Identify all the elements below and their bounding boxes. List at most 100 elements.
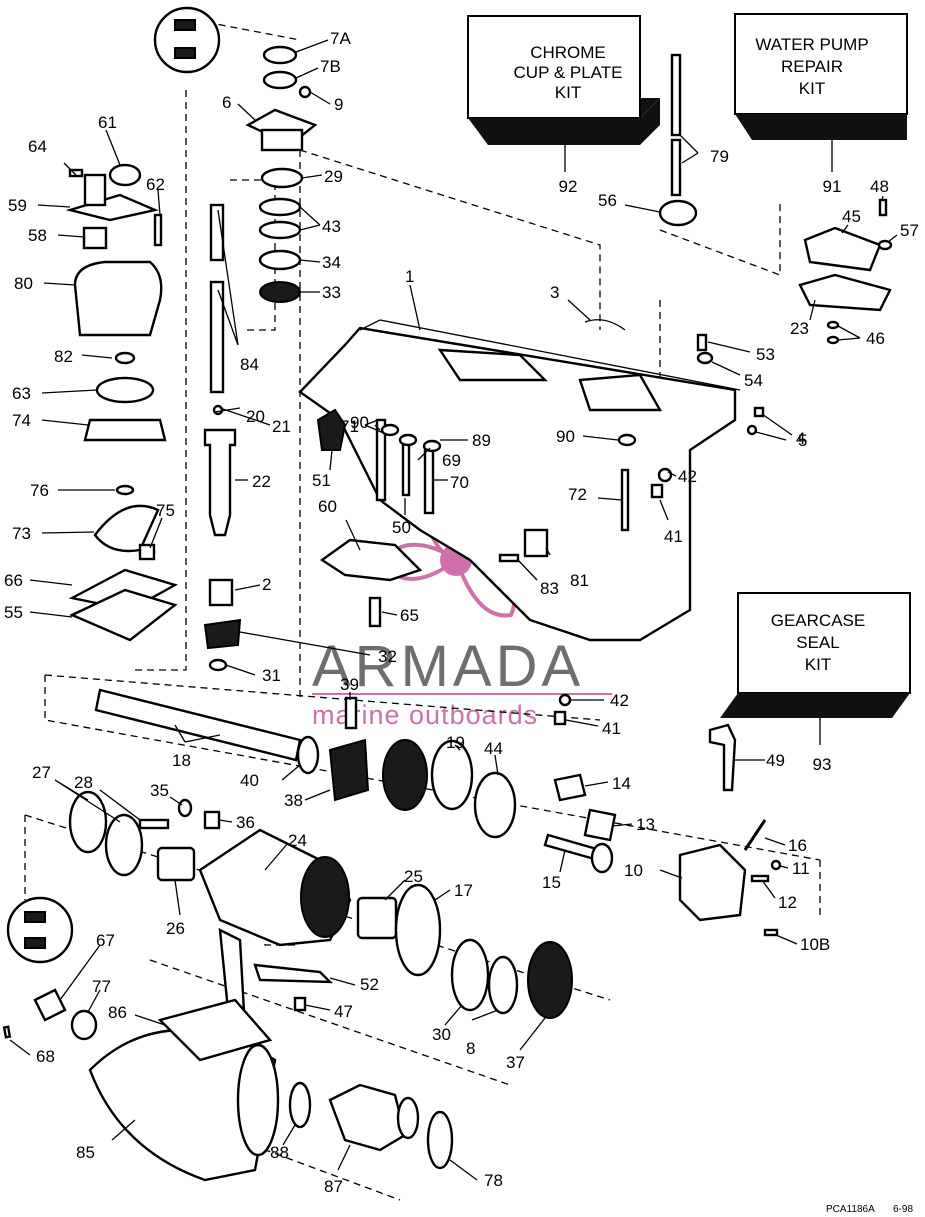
callout-43: 43 [322, 217, 341, 236]
forward-gear-19 [382, 739, 428, 811]
kit-line-2: SEAL [796, 633, 839, 652]
callout-73: 73 [12, 524, 31, 543]
cradle-13 [583, 808, 617, 842]
gasket-55 [69, 588, 178, 642]
callout-69: 69 [442, 451, 461, 470]
callout-51: 51 [312, 471, 331, 490]
callout-labels: 7A 7B 9 6 29 43 34 33 64 61 62 59 58 80 … [4, 29, 919, 1196]
kit-line-3: KIT [799, 79, 825, 98]
callout-33: 33 [322, 283, 341, 302]
callout-41-upper: 41 [664, 527, 683, 546]
callout-18: 18 [172, 751, 191, 770]
trim-tab-60 [319, 538, 423, 582]
callout-34: 34 [322, 253, 341, 272]
callout-35: 35 [150, 781, 169, 800]
gasket-73 [93, 504, 160, 553]
callout-20: 20 [246, 407, 265, 426]
callout-42-lower: 42 [610, 691, 629, 710]
screw-65 [368, 596, 382, 628]
callout-49: 49 [766, 751, 785, 770]
callout-16: 16 [788, 836, 807, 855]
callout-63: 63 [12, 384, 31, 403]
callout-6: 6 [222, 93, 231, 112]
impeller-cup-63 [95, 376, 155, 404]
callout-48: 48 [870, 177, 889, 196]
shim-19 [430, 739, 474, 811]
rod-79a [670, 53, 682, 137]
callout-8: 8 [466, 1039, 475, 1058]
pin-39 [344, 696, 358, 730]
bearing-26 [156, 846, 196, 882]
kit-box-gearcase-seal: GEARCASE SEAL KIT 93 [720, 592, 911, 774]
drawing-date: 6-98 [893, 1204, 913, 1215]
kit-line-3: KIT [555, 83, 581, 102]
callout-28: 28 [74, 773, 93, 792]
callout-42-upper: 42 [678, 467, 697, 486]
callout-13: 13 [636, 815, 655, 834]
washer-77 [70, 1009, 98, 1041]
spacer-88 [288, 1081, 312, 1129]
cotter-pin-68 [2, 1025, 12, 1039]
seal-27b [104, 813, 144, 877]
cover-45 [803, 226, 882, 272]
callout-38: 38 [284, 791, 303, 810]
nut-31 [208, 658, 228, 672]
kit-number: 93 [813, 755, 832, 774]
callout-77: 77 [92, 977, 111, 996]
callout-19: 19 [446, 733, 465, 752]
key-76 [115, 484, 135, 496]
bolt-35 [138, 818, 170, 830]
callout-17: 17 [454, 881, 473, 900]
callout-11: 11 [792, 859, 810, 878]
kit-box-water-pump-repair: WATER PUMP REPAIR KIT 91 [734, 13, 908, 196]
rod-79b [670, 138, 682, 197]
propeller-blade-86 [157, 998, 273, 1062]
callout-57: 57 [900, 221, 919, 240]
kit-line-1: CHROME [530, 43, 606, 62]
callout-15: 15 [542, 873, 561, 892]
o-ring-17 [394, 883, 442, 977]
callout-70: 70 [450, 473, 469, 492]
grommet-61 [108, 163, 142, 187]
bearing-25 [356, 896, 398, 940]
shim-43a [258, 197, 302, 217]
callout-12: 12 [778, 893, 797, 912]
callout-41-lower: 41 [602, 719, 621, 738]
callout-64: 64 [28, 137, 47, 156]
callout-88: 88 [270, 1143, 289, 1162]
o-ring-29 [260, 167, 304, 189]
impeller-74 [83, 418, 167, 442]
callout-80: 80 [14, 274, 33, 293]
callout-81: 81 [570, 571, 589, 590]
kit-number: 91 [823, 177, 842, 196]
shim-43b [258, 220, 302, 240]
callout-67: 67 [96, 931, 115, 950]
callout-54: 54 [744, 371, 763, 390]
callout-7b: 7B [320, 57, 341, 76]
seal-7a [262, 45, 298, 65]
callout-10b: 10B [800, 935, 830, 954]
screw-71 [375, 418, 387, 502]
callout-66: 66 [4, 571, 23, 590]
screw-72 [620, 468, 630, 532]
screw-47 [293, 996, 307, 1012]
callout-79: 79 [710, 147, 729, 166]
callout-60: 60 [318, 497, 337, 516]
callout-44: 44 [484, 739, 503, 758]
pinion-gear-32 [203, 618, 242, 650]
plate-52 [253, 963, 333, 984]
driveshaft-upper [209, 203, 225, 262]
thrust-hub-87 [328, 1083, 407, 1152]
callout-29: 29 [324, 167, 343, 186]
water-tube-grommet-59 [65, 193, 159, 222]
callout-75: 75 [156, 501, 175, 520]
callout-53: 53 [756, 345, 775, 364]
callout-21: 21 [272, 417, 291, 436]
kit-box-chrome-cup-plate: CHROME CUP & PLATE KIT 92 [467, 15, 660, 196]
callout-37: 37 [506, 1053, 525, 1072]
callout-1: 1 [405, 267, 414, 286]
o-ring-82 [114, 351, 136, 365]
callout-7a: 7A [330, 29, 351, 48]
spacer-78 [426, 1110, 454, 1170]
pinion-bearing-housing [203, 428, 237, 537]
